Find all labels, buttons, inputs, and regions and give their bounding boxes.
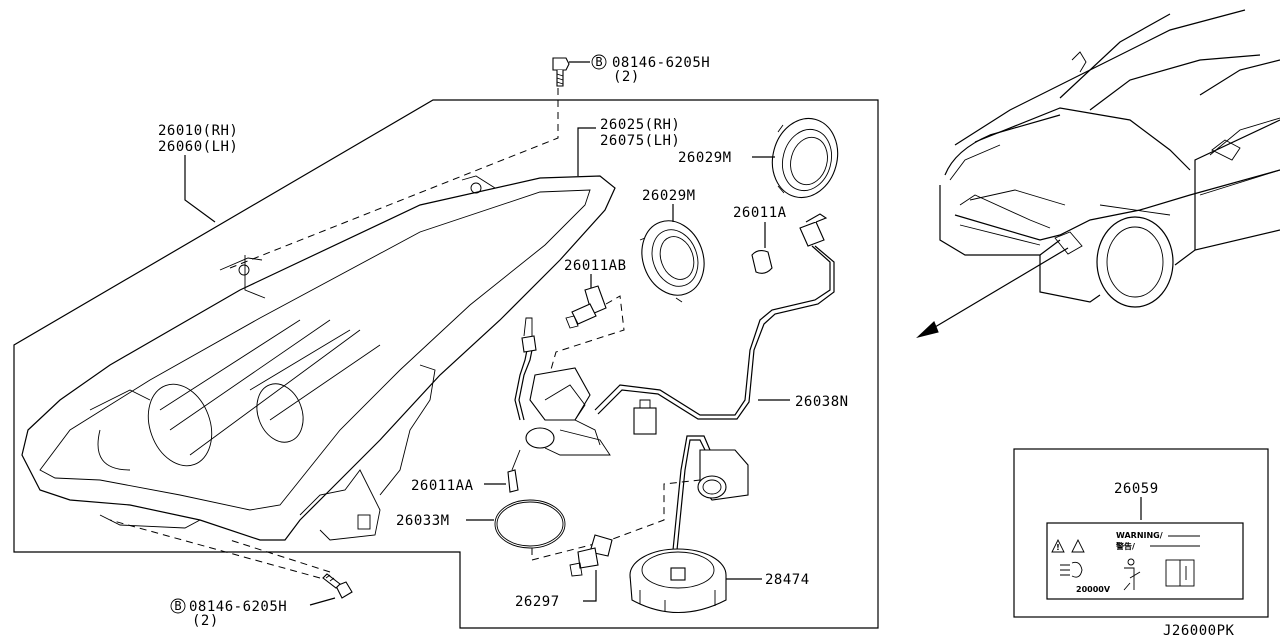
label-part-number: 26059	[1114, 481, 1159, 497]
label-trim-rh: 26025(RH)	[600, 117, 680, 133]
bolt-marker-top	[591, 54, 607, 70]
svg-text:!: !	[1056, 543, 1060, 552]
bottom-bolt	[309, 573, 353, 606]
label-headlamp-lh: 26060(LH)	[158, 139, 238, 155]
warning-text: WARNING/	[1116, 531, 1163, 540]
bolt-bottom-dashline	[109, 519, 321, 579]
assembly-outline	[13, 99, 879, 629]
warning-sticker: ! WARNING/ 警告/ 20000V	[1046, 522, 1244, 600]
label-bulb-ab: 26011AB	[564, 258, 627, 274]
label-cap-upper: 26029M	[678, 150, 732, 166]
ballast	[629, 435, 749, 613]
seal-ring	[494, 499, 566, 549]
bolt-marker-bottom	[170, 598, 186, 614]
label-bolt-top-qty: (2)	[613, 69, 640, 85]
car-sketch	[939, 9, 1280, 308]
cap-mid	[639, 220, 705, 303]
bulb-a	[751, 213, 828, 274]
label-bolt-bottom-qty: (2)	[192, 613, 219, 629]
label-cap-mid: 26029M	[642, 188, 696, 204]
wiring-harness	[514, 245, 835, 456]
label-bolt-bottom: 08146-6205H	[189, 599, 287, 615]
label-headlamp-rh: 26010(RH)	[158, 123, 238, 139]
bulb-ab	[565, 285, 607, 329]
cap-upper	[771, 117, 839, 199]
xenon-bulb	[569, 534, 613, 577]
bulb-aa	[507, 469, 519, 493]
top-bolt	[552, 57, 590, 87]
label-xenon-bulb: 26297	[515, 594, 560, 610]
car-indicator-arrow	[929, 247, 1069, 331]
label-bulb-a: 26011A	[733, 205, 787, 221]
headlamp-housing	[21, 175, 616, 541]
warning-text-jp: 警告/	[1115, 541, 1135, 551]
label-panel	[1013, 448, 1269, 618]
bolt-top-dashline	[229, 88, 559, 269]
label-harness: 26038N	[795, 394, 849, 410]
diagram-code: J26000PK	[1163, 623, 1235, 639]
label-bulb-aa: 26011AA	[411, 478, 474, 494]
bolt-marker-bottom-letter: B	[174, 599, 181, 613]
label-bolt-top: 08146-6205H	[612, 55, 710, 71]
label-ballast: 28474	[765, 572, 810, 588]
bolt-marker-top-letter: B	[595, 55, 602, 69]
warning-voltage: 20000V	[1076, 585, 1111, 594]
label-seal: 26033M	[396, 513, 450, 529]
label-trim-lh: 26075(LH)	[600, 133, 680, 149]
